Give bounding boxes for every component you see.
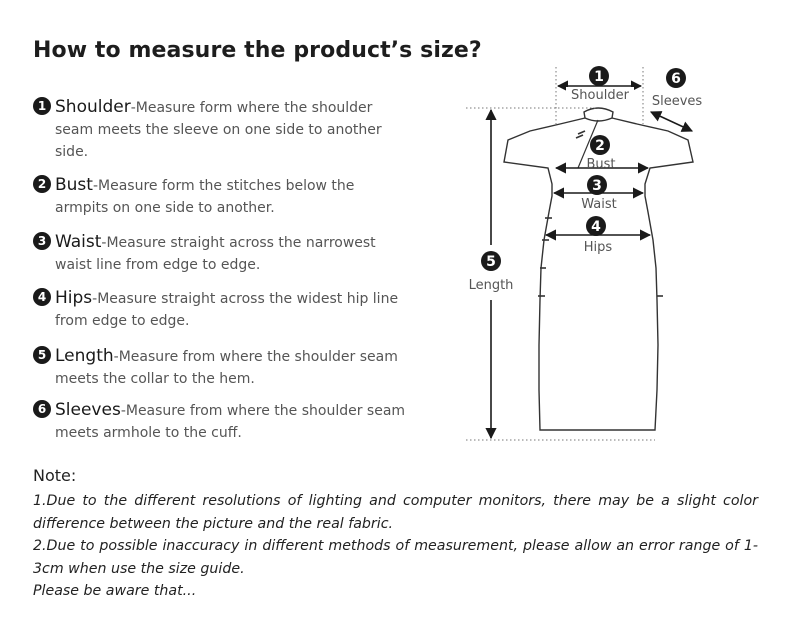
badge-waist: [587, 175, 607, 195]
waist-label: Waist: [581, 197, 616, 212]
badge-length-text: 5: [486, 254, 496, 270]
item-term: Shoulder: [55, 97, 131, 117]
shoulder-label-bg: [566, 87, 634, 103]
frog-buttons: [538, 130, 663, 297]
note-line-3: Please be aware that...: [33, 583, 197, 600]
note-line-1: 1.Due to the different resolutions of li…: [33, 493, 758, 532]
item-description: -Measure straight across the widest hip …: [55, 291, 399, 329]
item-text: Hips-Measure straight across the widest …: [55, 287, 410, 332]
item-description: -Measure form the stitches below the arm…: [55, 178, 355, 216]
page-title: How to measure the product’s size?: [33, 38, 482, 63]
front-opening: [577, 119, 599, 169]
diagram-number-badges: 1 6 2 3 4 5: [481, 66, 686, 271]
item-text: Waist-Measure straight across the narrow…: [55, 231, 410, 276]
item-description: -Measure from where the shoulder seam me…: [55, 349, 398, 387]
note-title: Note:: [33, 466, 77, 485]
item-term: Length: [55, 346, 114, 366]
item-description: -Measure straight across the narrowest w…: [55, 235, 376, 273]
badge-hips-text: 4: [591, 219, 601, 235]
guide-lines: [466, 67, 655, 441]
number-badge: 4: [33, 288, 51, 306]
badge-bust: [590, 135, 610, 155]
badge-shoulder-text: 1: [594, 69, 604, 85]
number-badge: 1: [33, 97, 51, 115]
item-term: Waist: [55, 232, 102, 252]
badge-hips: [586, 216, 606, 236]
item-term: Hips: [55, 288, 93, 308]
item-term: Bust: [55, 175, 93, 195]
item-text: Sleeves-Measure from where the shoulder …: [55, 399, 410, 444]
dress-outline: [503, 117, 694, 431]
number-badge: 6: [33, 400, 51, 418]
sleeves-label: Sleeves: [652, 94, 703, 109]
measurement-arrows: [485, 80, 694, 440]
hips-label: Hips: [584, 240, 613, 255]
badge-waist-text: 3: [592, 178, 602, 194]
badge-sleeves-text: 6: [671, 71, 681, 87]
item-description: -Measure form where the shoulder seam me…: [55, 100, 382, 160]
note-body: 1.Due to the different resolutions of li…: [33, 490, 758, 603]
number-badge: 3: [33, 232, 51, 250]
badge-sleeves: [666, 68, 686, 88]
note-line-2: 2.Due to possible inaccuracy in differen…: [33, 538, 758, 577]
collar: [583, 107, 614, 122]
number-badge: 5: [33, 346, 51, 364]
number-badge: 2: [33, 175, 51, 193]
length-label: Length: [469, 278, 514, 293]
badge-bust-text: 2: [595, 138, 605, 154]
item-text: Length-Measure from where the shoulder s…: [55, 345, 410, 390]
badge-length: [481, 251, 501, 271]
item-text: Shoulder-Measure form where the shoulder…: [55, 96, 410, 163]
item-description: -Measure from where the shoulder seam me…: [55, 403, 406, 441]
badge-shoulder: [589, 66, 609, 86]
item-text: Bust-Measure form the stitches below the…: [55, 174, 410, 219]
shoulder-label: Shoulder: [571, 88, 630, 103]
bust-label: Bust: [586, 157, 615, 172]
sleeves-arrow: [649, 111, 694, 132]
item-term: Sleeves: [55, 400, 121, 420]
